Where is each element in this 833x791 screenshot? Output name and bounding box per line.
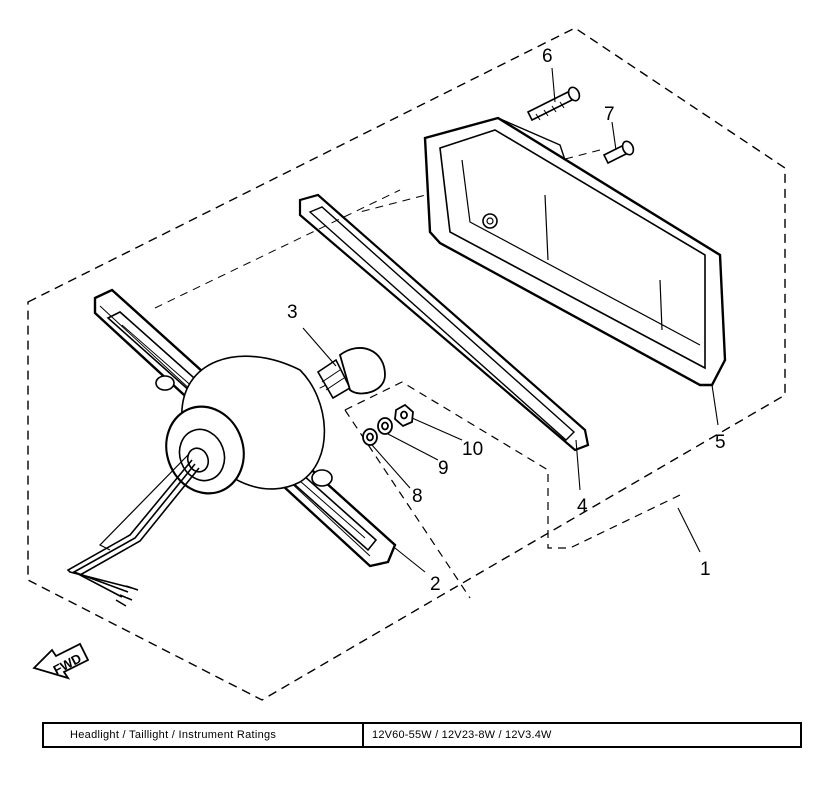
callout-leader-lines (302, 67, 719, 573)
ratings-value: 12V60-55W / 12V23-8W / 12V3.4W (372, 729, 552, 741)
ratings-table: Headlight / Taillight / Instrument Ratin… (42, 722, 802, 748)
leader-2 (394, 547, 426, 573)
callout-1: 1 (700, 559, 711, 580)
alignment-line-upper (154, 189, 401, 309)
leader-9 (387, 433, 439, 461)
part-washer-9 (377, 417, 393, 435)
leader-8 (371, 444, 411, 489)
part-washer-8 (362, 428, 378, 446)
callout-5: 5 (715, 432, 726, 453)
part-lamp-base-assembly (66, 288, 397, 607)
leader-7 (611, 121, 617, 151)
callout-9: 9 (438, 458, 449, 479)
leader-6 (551, 67, 556, 103)
fwd-arrow-icon: FWD (32, 642, 90, 680)
part-short-screw (602, 140, 635, 165)
part-bulb (316, 347, 386, 400)
callout-3: 3 (287, 302, 298, 323)
leader-1 (677, 507, 701, 553)
callout-4: 4 (577, 496, 588, 517)
part-gasket (298, 193, 590, 452)
leader-10 (411, 417, 463, 441)
part-lens-housing (423, 116, 727, 387)
leader-3 (302, 327, 337, 367)
leader-4 (575, 439, 581, 491)
part-long-screw (526, 86, 581, 122)
callout-6: 6 (542, 46, 553, 67)
leader-5 (711, 384, 719, 426)
callout-8: 8 (412, 486, 423, 507)
callout-2: 2 (430, 574, 441, 595)
callout-7: 7 (604, 104, 615, 125)
ratings-label: Headlight / Taillight / Instrument Ratin… (44, 724, 364, 746)
hardware-leader-8 (344, 409, 471, 599)
hardware-group-outline (344, 381, 681, 549)
callout-10: 10 (462, 439, 483, 460)
part-nut-10 (394, 403, 414, 428)
